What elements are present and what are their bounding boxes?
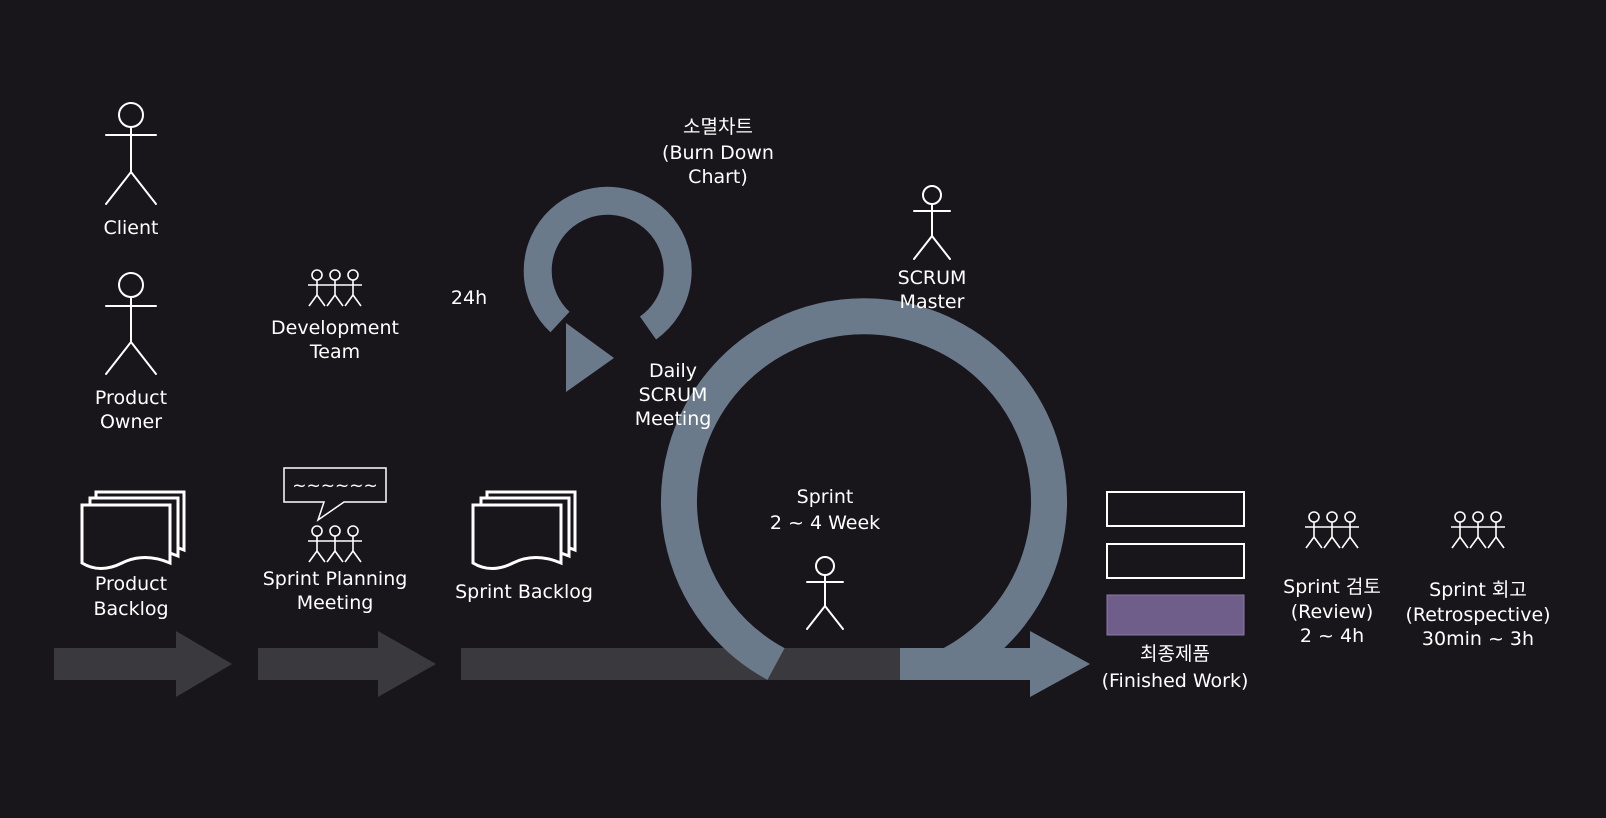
- burndown-label-1: 소멸차트: [683, 116, 753, 138]
- scrum-master-label-1: SCRUM: [898, 267, 967, 289]
- product-backlog-label-2: Backlog: [93, 598, 168, 620]
- burndown-label-3: Chart): [688, 166, 748, 188]
- sprint-worker-actor: [806, 556, 844, 630]
- daily-loop: [523, 186, 692, 340]
- product-owner-label-2: Owner: [100, 411, 162, 433]
- sprint-label-1: Sprint: [797, 486, 854, 508]
- daily-cycle-label: 24h: [451, 287, 487, 309]
- retrospective-label-3: 30min ~ 3h: [1422, 628, 1534, 650]
- sprint-label-2: 2 ~ 4 Week: [770, 512, 880, 534]
- review-label-2: (Review): [1291, 601, 1374, 623]
- development-team-label-1: Development: [271, 317, 399, 339]
- daily-meeting-label-2: SCRUM: [639, 384, 708, 406]
- burndown-label-2: (Burn Down: [662, 142, 774, 164]
- sprint-backlog-label: Sprint Backlog: [455, 581, 593, 603]
- product-owner-label-1: Product: [95, 387, 167, 409]
- retrospective-label-1: Sprint 회고: [1429, 579, 1527, 601]
- sprint-loop-arrowhead: [1030, 631, 1090, 697]
- product-backlog-icon: [80, 490, 186, 570]
- review-label-1: Sprint 검토: [1283, 576, 1381, 598]
- review-team-icon: [1305, 511, 1359, 549]
- sprint-loop: [661, 298, 1067, 680]
- sprint-planning-label-2: Meeting: [297, 592, 374, 614]
- review-label-3: 2 ~ 4h: [1300, 625, 1364, 647]
- development-team-label-2: Team: [309, 341, 360, 363]
- speech-bubble-text: ~~~~~~: [292, 476, 377, 496]
- development-team-icon: [308, 269, 362, 307]
- daily-meeting-label-3: Meeting: [635, 408, 712, 430]
- finished-work-label-2: (Finished Work): [1102, 670, 1249, 692]
- sprint-backlog-icon: [471, 490, 577, 570]
- product-owner-actor: [105, 272, 157, 375]
- speech-bubble-icon: ~~~~~~: [283, 467, 387, 522]
- finished-work-label-1: 최종제품: [1140, 643, 1210, 665]
- scrum-master-actor: [913, 185, 951, 260]
- daily-meeting-label-1: Daily: [649, 360, 697, 382]
- client-actor: [105, 102, 157, 205]
- flow-arrow-2: [258, 631, 436, 697]
- retrospective-team-icon: [1451, 511, 1505, 549]
- finished-work-stack: [1106, 491, 1245, 636]
- sprint-planning-team-icon: [308, 525, 362, 563]
- product-backlog-label-1: Product: [95, 573, 167, 595]
- flow-arrow-1: [54, 631, 232, 697]
- scrum-master-label-2: Master: [900, 291, 965, 313]
- client-label: Client: [103, 217, 158, 239]
- daily-loop-arrowhead: [566, 323, 614, 392]
- sprint-planning-label-1: Sprint Planning: [263, 568, 408, 590]
- retrospective-label-2: (Retrospective): [1405, 604, 1550, 626]
